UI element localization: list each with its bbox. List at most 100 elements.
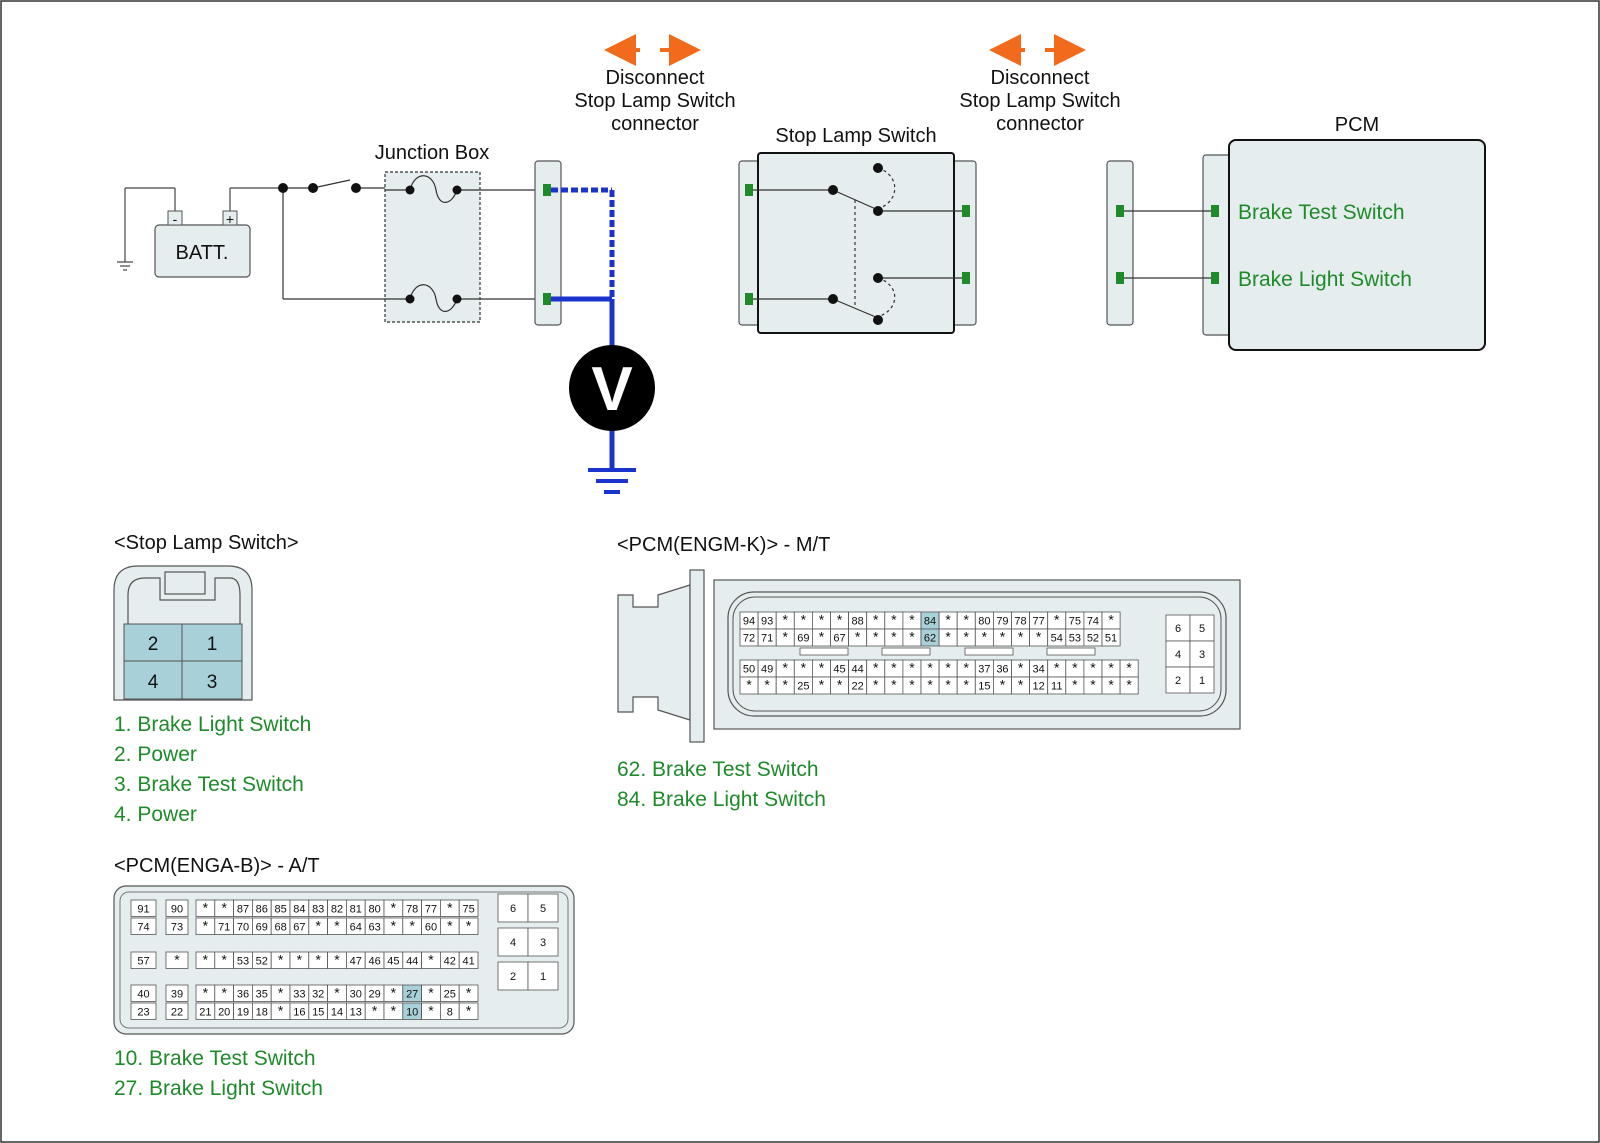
- pin-label: 63: [368, 921, 380, 933]
- pin-cell: [1189, 640, 1215, 668]
- pin-cell: [458, 899, 479, 917]
- pin-label: *: [297, 951, 303, 967]
- pin-label: 10: [406, 1006, 418, 1018]
- pin-label: 52: [256, 955, 268, 967]
- pcm-mt-connector-body: [617, 569, 1241, 743]
- pin-cell: [497, 927, 529, 957]
- pin-label: *: [801, 660, 807, 676]
- pin-label: 67: [833, 633, 845, 645]
- switch-contact: [351, 183, 361, 193]
- stop-lamp-legend-item: 3. Brake Test Switch: [114, 773, 304, 796]
- pin-label: 51: [1105, 633, 1117, 645]
- pcm-at-legend-item: 10. Brake Test Switch: [114, 1047, 316, 1070]
- pin-label: *: [1108, 677, 1114, 693]
- pin-label: 49: [761, 664, 773, 676]
- pin-label: *: [819, 629, 825, 645]
- connector-terminal: [543, 184, 551, 196]
- pin-label: 74: [1087, 616, 1099, 628]
- pin-label: 93: [761, 616, 773, 628]
- pin-label: *: [334, 984, 340, 1000]
- pin-label: *: [409, 917, 415, 933]
- pin-label: *: [1072, 677, 1078, 693]
- pin-label: *: [203, 984, 209, 1000]
- pin-label: 69: [797, 633, 809, 645]
- pin-label: 83: [312, 903, 324, 915]
- pin-label: 27: [406, 988, 418, 1000]
- pin-label: 5: [540, 903, 546, 915]
- pin-label: 62: [924, 633, 936, 645]
- pin-cell: [165, 984, 189, 1002]
- voltmeter-symbol: V: [591, 355, 632, 424]
- pin-label: 82: [331, 903, 343, 915]
- pin-label: *: [334, 951, 340, 967]
- pin-label: *: [1108, 612, 1114, 628]
- pin-label: *: [315, 917, 321, 933]
- keying-rib: [799, 647, 849, 656]
- pin-label: 20: [218, 1006, 230, 1018]
- pin-label: *: [819, 660, 825, 676]
- pin-label: 60: [425, 921, 437, 933]
- pin-cell: [1189, 666, 1215, 694]
- pin-label: 2: [1175, 675, 1181, 687]
- pin-label: *: [203, 951, 209, 967]
- pin-label: *: [909, 677, 915, 693]
- pin-label: *: [221, 984, 227, 1000]
- pin-label: 90: [171, 903, 183, 915]
- pin-label: *: [783, 612, 789, 628]
- pin-label: *: [1018, 629, 1024, 645]
- pin-cell: [130, 984, 157, 1002]
- pin-label: 25: [444, 988, 456, 1000]
- pin-label: 94: [743, 616, 755, 628]
- pin-label: 36: [996, 664, 1008, 676]
- pin-label: 68: [274, 921, 286, 933]
- pin-label: 47: [350, 955, 362, 967]
- wire-node: [278, 183, 288, 193]
- pin-label: *: [1000, 629, 1006, 645]
- stop-lamp-switch: Stop Lamp Switch: [738, 125, 977, 334]
- pin-label: 15: [978, 681, 990, 693]
- pin-label: *: [174, 951, 180, 967]
- pin-label: *: [964, 629, 970, 645]
- pin-label: 4: [510, 937, 516, 949]
- pin-label: *: [1036, 629, 1042, 645]
- pin-cell: [458, 1002, 479, 1020]
- stop-lamp-connector-title: <Stop Lamp Switch>: [114, 532, 299, 554]
- pin-label: *: [1018, 660, 1024, 676]
- pin-label: 77: [1033, 616, 1045, 628]
- pin-label: *: [278, 984, 284, 1000]
- pin-label: 75: [1069, 616, 1081, 628]
- pin-label: *: [447, 899, 453, 915]
- pin-label: *: [909, 660, 915, 676]
- pin-label: *: [203, 917, 209, 933]
- pin-label: *: [783, 629, 789, 645]
- connector-terminal: [745, 184, 753, 196]
- pin-cell: [1165, 614, 1191, 642]
- fuse-terminal: [452, 185, 462, 195]
- pin-cell: [527, 893, 559, 923]
- pin-label: 79: [996, 616, 1008, 628]
- pin-label: *: [221, 899, 227, 915]
- pin-label: *: [837, 612, 843, 628]
- pin-label: *: [891, 660, 897, 676]
- connector-terminal: [962, 205, 970, 217]
- pin-label: 67: [293, 921, 305, 933]
- pin-label: 74: [137, 921, 149, 933]
- pin-label: 21: [199, 1006, 211, 1018]
- pin-label: *: [1072, 660, 1078, 676]
- pin-cell: [130, 1002, 157, 1020]
- pin-label: 41: [462, 955, 474, 967]
- pin-label: 44: [406, 955, 418, 967]
- pin-label: *: [1090, 677, 1096, 693]
- pin-label: *: [964, 612, 970, 628]
- pin-label: *: [1108, 660, 1114, 676]
- pin-label: 87: [237, 903, 249, 915]
- pin-label: *: [466, 1002, 472, 1018]
- pin-label: *: [391, 984, 397, 1000]
- pin-label: *: [909, 612, 915, 628]
- voltmeter-icon: V: [569, 345, 655, 431]
- pin-label: 25: [797, 681, 809, 693]
- pin-label: *: [1126, 677, 1132, 693]
